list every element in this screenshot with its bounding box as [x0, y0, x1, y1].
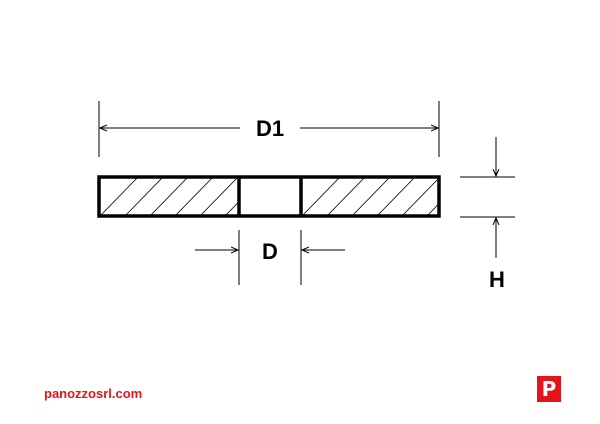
- washer-outline: [97, 175, 441, 218]
- website-link[interactable]: panozzosrl.com: [44, 386, 143, 401]
- hatch-line: [427, 204, 438, 215]
- hatch-line: [327, 178, 365, 215]
- brand-logo: P: [537, 376, 561, 402]
- hatch-line: [125, 178, 163, 215]
- d-label: D: [262, 239, 278, 264]
- hatch-line: [302, 178, 340, 215]
- hatch-line: [402, 178, 438, 215]
- hatch-line: [225, 202, 238, 215]
- d1-dimension: [98, 101, 440, 157]
- hatch-line: [452, 177, 490, 216]
- h-label: H: [489, 267, 505, 292]
- hatch-line: [477, 177, 515, 216]
- hatch-line: [100, 178, 138, 215]
- logo-letter: P: [541, 377, 557, 401]
- hatch-line: [200, 178, 238, 215]
- d-dimension: [195, 230, 345, 285]
- hatch-line: [150, 178, 188, 215]
- hatching-right: [302, 177, 515, 216]
- hatch-line: [377, 178, 415, 215]
- h-dimension: [460, 137, 515, 258]
- hatch-line: [352, 178, 390, 215]
- hatching-left: [100, 177, 288, 216]
- hatch-line: [250, 177, 288, 216]
- hatch-line: [175, 178, 213, 215]
- d1-label: D1: [256, 116, 284, 141]
